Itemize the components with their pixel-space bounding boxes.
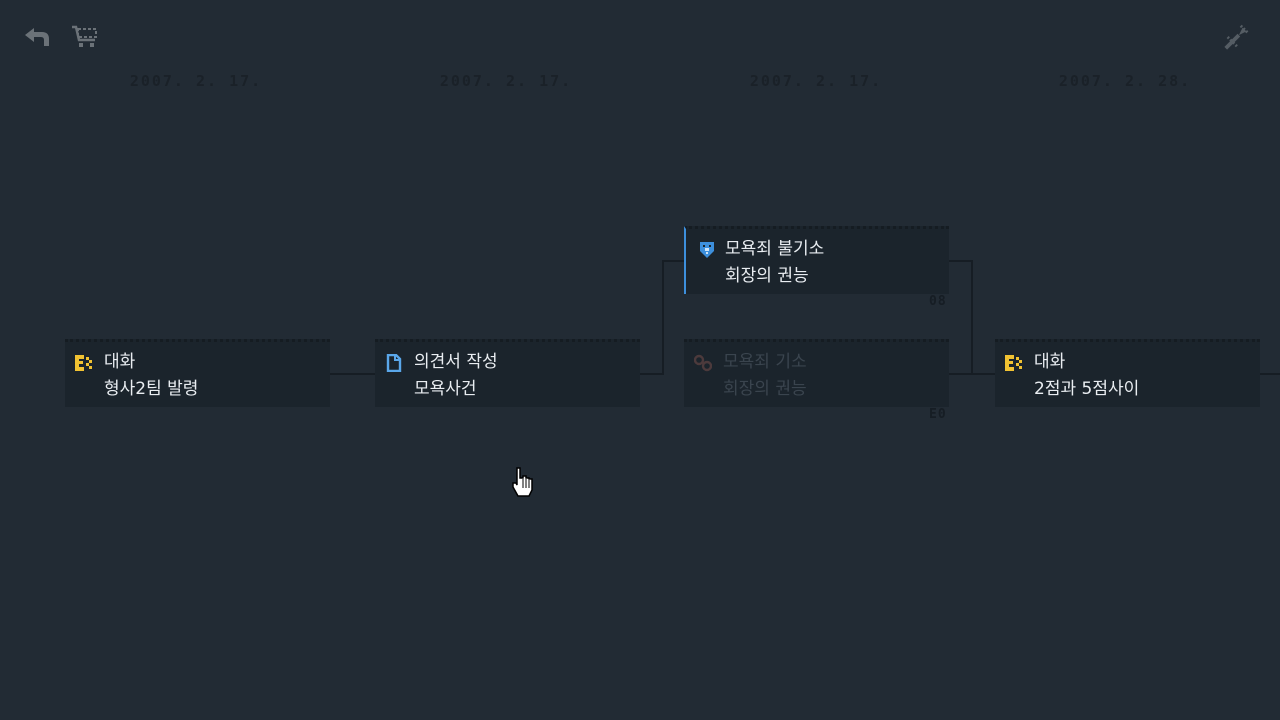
- connector-line: [662, 260, 686, 262]
- timeline-node-dialogue[interactable]: 대화 형사2팀 발령: [65, 339, 330, 407]
- timeline-node-non-prosecution[interactable]: 모욕죄 불기소 회장의 권능: [684, 226, 949, 294]
- connector-line: [639, 373, 663, 375]
- badge-icon: [700, 242, 714, 258]
- connector-line: [1259, 373, 1280, 375]
- node-title: 의견서 작성: [414, 352, 498, 372]
- node-title: 모욕죄 기소: [723, 352, 807, 372]
- connector-line: [662, 260, 664, 375]
- node-subtitle: 2점과 5점사이: [1034, 379, 1140, 399]
- node-title: 대화: [104, 352, 136, 372]
- timeline-date: 2007. 2. 17.: [439, 72, 573, 90]
- node-code-badge: 08: [929, 294, 947, 309]
- hand-cursor-icon: [512, 467, 533, 497]
- node-title: 모욕죄 불기소: [725, 239, 825, 259]
- shopping-cart-icon[interactable]: [70, 22, 100, 52]
- connector-line: [949, 373, 995, 375]
- handcuff-icon: [694, 354, 712, 372]
- node-subtitle: 모욕사건: [414, 379, 477, 399]
- connector-line: [329, 373, 375, 375]
- node-title: 대화: [1034, 352, 1066, 372]
- dialogue-icon: [75, 355, 92, 371]
- dialogue-icon: [1005, 355, 1022, 371]
- back-arrow-icon[interactable]: [22, 22, 52, 52]
- timeline-date: 2007. 2. 17.: [749, 72, 883, 90]
- node-subtitle: 회장의 권능: [723, 379, 807, 399]
- connector-line: [949, 260, 973, 262]
- document-icon: [386, 354, 402, 372]
- node-subtitle: 회장의 권능: [725, 266, 809, 286]
- timeline-node-prosecution[interactable]: 모욕죄 기소 회장의 권능: [684, 339, 949, 407]
- connector-line: [971, 260, 973, 375]
- timeline-date: 2007. 2. 28.: [1058, 72, 1192, 90]
- timeline-date: 2007. 2. 17.: [129, 72, 263, 90]
- node-code-badge: E0: [929, 407, 947, 422]
- wrench-screwdriver-icon[interactable]: [1222, 22, 1252, 52]
- timeline-node-dialogue[interactable]: 대화 2점과 5점사이: [995, 339, 1260, 407]
- timeline-node-document[interactable]: 의견서 작성 모욕사건: [375, 339, 640, 407]
- node-subtitle: 형사2팀 발령: [104, 379, 199, 399]
